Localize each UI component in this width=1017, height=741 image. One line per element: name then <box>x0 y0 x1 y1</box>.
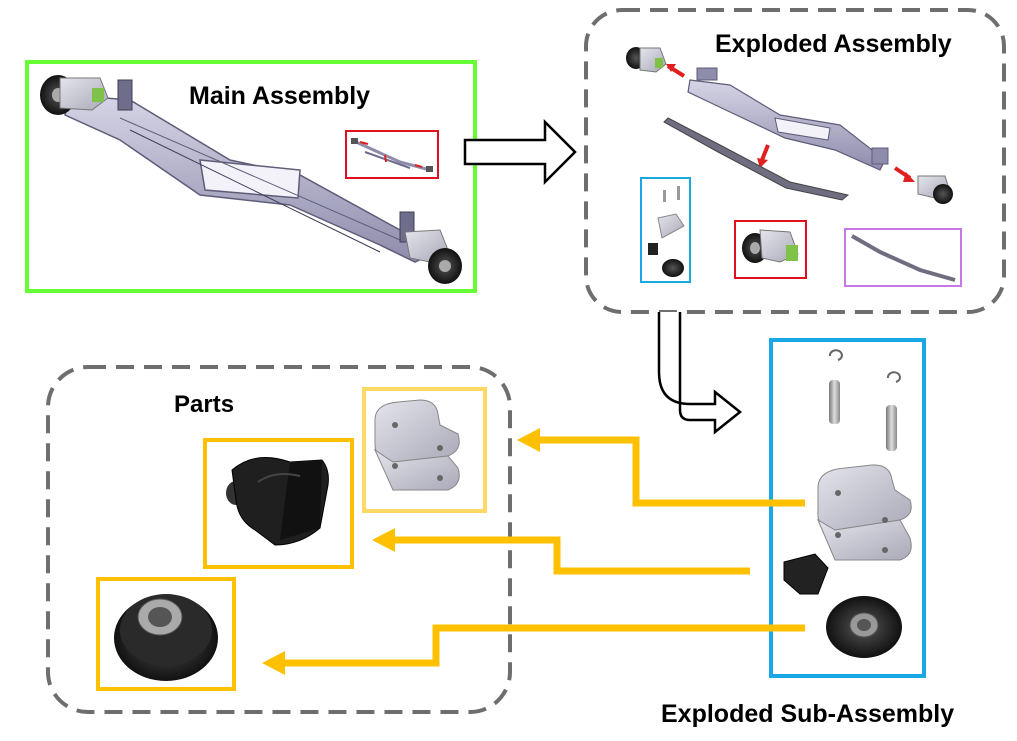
main-assembly-panel <box>25 60 477 293</box>
pin-1 <box>829 380 840 424</box>
wheel-right <box>404 229 462 284</box>
exploded-wheel-left <box>626 47 667 73</box>
exploded-assembly-panel <box>584 8 1006 314</box>
arrowhead-block <box>372 528 395 552</box>
exploded-thumbnail <box>345 130 439 179</box>
rubber-block <box>783 553 829 595</box>
bar-thumbnail <box>844 228 962 287</box>
explode-arrow-2 <box>760 144 770 161</box>
sub-assembly-thumbnail <box>640 177 691 283</box>
exploded-sub-assembly-panel <box>769 338 926 678</box>
pin-2 <box>886 405 897 451</box>
main-assembly-label: Main Assembly <box>189 82 371 110</box>
clip-1 <box>828 349 843 361</box>
exploded-sub-assembly-label: Exploded Sub-Assembly <box>661 700 955 728</box>
hollow-bent-arrow-icon <box>657 312 743 435</box>
arrow-block <box>395 536 750 575</box>
exploded-wheel-right <box>917 175 953 204</box>
parts-label: Parts <box>174 391 235 418</box>
part-rubber-block <box>203 438 354 569</box>
parts-panel <box>46 365 512 714</box>
bracket-plates <box>816 464 912 561</box>
clip-2 <box>886 371 901 383</box>
arrow-wheel <box>285 624 805 667</box>
arrowhead-plate <box>517 428 540 452</box>
part-plate <box>362 387 487 513</box>
sub-wheel <box>826 596 902 658</box>
orange-arrow-icon <box>285 436 805 667</box>
wheel-left <box>40 75 109 115</box>
exploded-frame <box>687 67 889 171</box>
hollow-arrow-right-icon <box>463 118 577 186</box>
part-wheel <box>96 577 236 691</box>
exploded-lower-bar <box>663 117 850 201</box>
wheel-block-thumbnail <box>734 220 807 279</box>
exploded-assembly-label: Exploded Assembly <box>715 30 952 58</box>
arrow-plate <box>535 436 805 507</box>
arrowhead-wheel <box>262 651 285 675</box>
